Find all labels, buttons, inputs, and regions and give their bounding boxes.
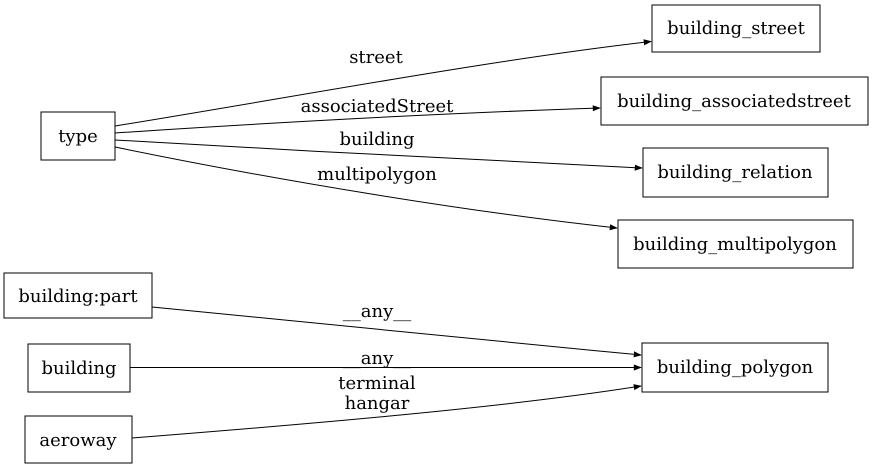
- edge-aeroway-building-polygon: [131, 384, 642, 439]
- edge-label-street: street: [349, 47, 403, 68]
- node-building-multipolygon-box: [617, 219, 854, 269]
- node-building-label: building: [41, 358, 116, 379]
- edge-type-building-associatedstreet: [114, 105, 601, 134]
- node-building-relation: building_relation: [642, 147, 829, 198]
- edge-buildingpart-building-polygon: [151, 306, 642, 358]
- node-type-box: [40, 111, 116, 161]
- node-building-associatedstreet: building_associatedstreet: [600, 76, 869, 126]
- node-aeroway: aeroway: [24, 415, 133, 464]
- node-building-street-box: [651, 4, 821, 53]
- edge-label-terminal: terminal: [338, 373, 416, 394]
- node-building-street-label: building_street: [667, 18, 805, 39]
- node-building-associatedstreet-label: building_associatedstreet: [617, 91, 851, 112]
- edge-label-associatedstreet: associatedStreet: [301, 96, 454, 117]
- edge-label-building: building: [339, 129, 414, 150]
- edge-labels: street associatedStreet building multipo…: [301, 47, 454, 414]
- edge-label-any-2: __any__: [343, 348, 412, 369]
- node-building-polygon-label: building_polygon: [657, 357, 814, 378]
- edge-type-building-multipolygon: [114, 146, 618, 231]
- node-aeroway-label: aeroway: [39, 430, 117, 451]
- node-building-part-label: building:part: [18, 286, 138, 307]
- node-type: type: [40, 111, 116, 161]
- node-building-box: [27, 343, 131, 393]
- node-building-part-box: [3, 272, 153, 319]
- node-building-street: building_street: [651, 4, 821, 53]
- node-building: building: [27, 343, 131, 393]
- edge-type-building-relation: [114, 139, 643, 171]
- node-building-relation-label: building_relation: [657, 162, 813, 183]
- edge-type-building-street: [114, 39, 652, 127]
- node-building-polygon: building_polygon: [641, 342, 829, 393]
- node-building-associatedstreet-box: [600, 76, 869, 126]
- edge-label-hangar: hangar: [345, 393, 410, 414]
- node-building-multipolygon-label: building_multipolygon: [633, 234, 837, 255]
- edge-label-multipolygon: multipolygon: [317, 164, 437, 185]
- node-building-polygon-box: [641, 342, 829, 393]
- node-building-relation-box: [642, 147, 829, 198]
- node-aeroway-box: [24, 415, 133, 464]
- edges: [114, 39, 652, 439]
- node-type-label: type: [58, 126, 98, 147]
- node-building-multipolygon: building_multipolygon: [617, 219, 854, 269]
- node-building-part: building:part: [3, 272, 153, 319]
- edge-label-any-1: __any__: [343, 301, 412, 322]
